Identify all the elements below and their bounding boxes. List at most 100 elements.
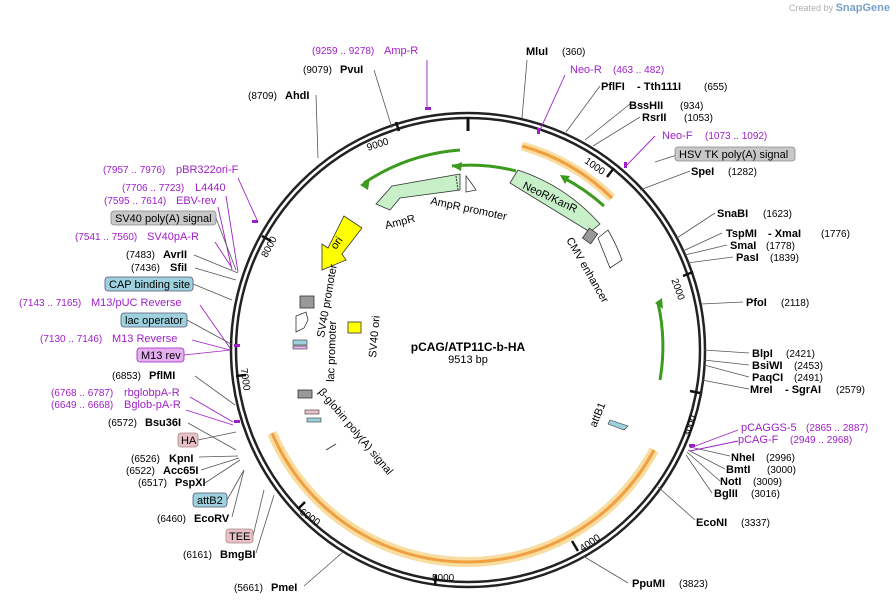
enzyme-nhei-pos: (2996) — [766, 453, 795, 464]
sv40-ori-shape — [347, 321, 362, 334]
tee-box — [225, 528, 254, 544]
enzyme-ppumi-pos: (3823) — [679, 579, 708, 590]
cap-binding-box — [104, 276, 194, 292]
ampr-shape — [375, 173, 461, 211]
attb2-mark — [306, 417, 322, 423]
enzyme-pspxi-pos: (6517) — [138, 478, 167, 489]
feature-sv40-ori: SV40 ori — [367, 315, 383, 358]
primer-ampr-range: (9259 .. 9278) — [312, 46, 374, 57]
primer-pbr322ori: pBR322ori-F — [176, 164, 239, 176]
enzyme-avrii: AvrII — [163, 249, 187, 261]
primer-rbglobpar-range: (6768 .. 6787) — [51, 388, 113, 399]
primer-rbglobpar: rbglobpA-R — [124, 387, 180, 399]
enzyme-kpni-pos: (6526) — [131, 454, 160, 465]
orf-arrow-2 — [451, 163, 517, 173]
arrow-head-3 — [560, 175, 570, 184]
sv40-polya-box — [110, 210, 217, 226]
primer-neor: Neo-R — [570, 64, 602, 76]
sv40-promoter-shape — [295, 311, 309, 333]
ha-box — [177, 432, 199, 448]
enzyme-tspmi-pos: (1776) — [821, 229, 850, 240]
arrow-head-2 — [452, 162, 462, 171]
enzyme-pflfi-pos: (655) — [704, 82, 727, 93]
primer-m13puc-range: (7143 .. 7165) — [19, 298, 81, 309]
enzyme-pasi: PasI — [736, 252, 759, 264]
plasmid-name: pCAG/ATP11C-b-HA — [411, 340, 526, 354]
lac-operator-label: lac operator — [125, 315, 183, 327]
ampr-promoter-shape — [465, 174, 477, 193]
primer-bglobpar: Bglob-pA-R — [124, 399, 181, 411]
enzyme-pfoi: PfoI — [746, 297, 767, 309]
m13-rev-mark — [292, 345, 308, 350]
enzyme-acc65i-pos: (6522) — [126, 466, 155, 477]
primer-ebvrev: EBV-rev — [176, 195, 217, 207]
enzyme-mrei: MreI — [750, 384, 773, 396]
primer-m13puc: M13/pUC Reverse — [91, 297, 181, 309]
enzyme-spei-pos: (1282) — [728, 167, 757, 178]
tick-4000: 4000 — [578, 532, 603, 554]
enzyme-mrei-pos: (2579) — [836, 385, 865, 396]
attb1-mark — [607, 419, 629, 431]
primer-sv40par: SV40pA-R — [147, 231, 199, 243]
feature-ampr-promoter: AmpR promoter — [429, 195, 508, 223]
enzyme-ecorv-pos: (6460) — [157, 514, 186, 525]
feature-lac-promoter: lac promoter — [325, 320, 339, 382]
feature-ori: ori — [329, 235, 346, 252]
enzyme-paqci-pos: (2491) — [794, 373, 823, 384]
primer-l4440: L4440 — [195, 182, 226, 194]
enzyme-spei: SpeI — [691, 166, 714, 178]
tick-2000: 2000 — [668, 277, 686, 302]
feature-ampr: AmpR — [384, 213, 417, 232]
primer-m13reverse-range: (7130 .. 7146) — [40, 334, 102, 345]
enzyme-smai-pos: (1778) — [766, 241, 795, 252]
primer-pcagf-range: (2949 .. 2968) — [790, 435, 852, 446]
enzyme-tth111i: - Tth111I — [637, 81, 681, 93]
enzyme-smai: SmaI — [730, 240, 756, 252]
ha-mark — [304, 409, 320, 415]
enzyme-pmei-pos: (5661) — [234, 583, 263, 594]
enzyme-pflmi: PflMI — [149, 370, 175, 382]
enzyme-ahdi-pos: (8709) — [248, 91, 277, 102]
enzyme-bglii-pos: (3016) — [751, 489, 780, 500]
enzyme-sgrai: - SgrAI — [785, 384, 821, 396]
enzyme-bsshii-pos: (934) — [680, 101, 703, 112]
feature-bglobin-polya: β-globin poly(A) signal — [316, 386, 395, 477]
primer-neof: Neo-F — [662, 130, 693, 142]
enzyme-mlui-pos: (360) — [562, 47, 585, 58]
primer-l4440-range: (7706 .. 7723) — [122, 183, 184, 194]
m13-rev-label: M13 rev — [141, 350, 181, 362]
enzyme-pflfi: PflFI — [601, 81, 625, 93]
enzyme-bsu36i: Bsu36I — [145, 417, 181, 429]
enzyme-bmti: BmtI — [726, 464, 750, 476]
bglobin-block — [297, 389, 313, 399]
enzyme-bglii: BglII — [714, 488, 738, 500]
enzyme-econi: EcoNI — [696, 517, 727, 529]
primer-neof-range: (1073 .. 1092) — [705, 131, 767, 142]
ori-shape — [321, 215, 363, 271]
enzyme-paqci: PaqCI — [752, 372, 783, 384]
backbone-ticks — [235, 121, 701, 586]
cap-binding-label: CAP binding site — [109, 279, 190, 291]
m13-rev-box — [136, 347, 185, 363]
enzyme-bmgbi: BmgBI — [220, 549, 255, 561]
enzyme-mlui: MluI — [526, 46, 548, 58]
enzyme-pflmi-pos: (6853) — [112, 371, 141, 382]
primer-marks — [234, 107, 695, 447]
enzyme-snabi: SnaBI — [717, 208, 748, 220]
neor-kanr-shape — [509, 169, 601, 233]
arrow-head-4 — [655, 298, 663, 309]
enzyme-bmgbi-pos: (6161) — [183, 550, 212, 561]
cmv-block — [581, 227, 599, 245]
tee-label: TEE — [229, 531, 250, 543]
green-arrow-heads — [360, 162, 663, 309]
enzyme-bsu36i-pos: (6572) — [108, 418, 137, 429]
enzyme-pspxi: PspXI — [175, 477, 206, 489]
primer-ampr: Amp-R — [384, 45, 418, 57]
ampr-dash — [455, 175, 459, 191]
enzyme-bsshii: BssHII — [629, 100, 663, 112]
hsv-tk-polya-label: HSV TK poly(A) signal — [679, 149, 788, 161]
plasmid-size: 9513 bp — [448, 354, 488, 366]
enzyme-xmai: - XmaI — [768, 228, 801, 240]
primer-pcaggs5-range: (2865 .. 2887) — [806, 423, 868, 434]
